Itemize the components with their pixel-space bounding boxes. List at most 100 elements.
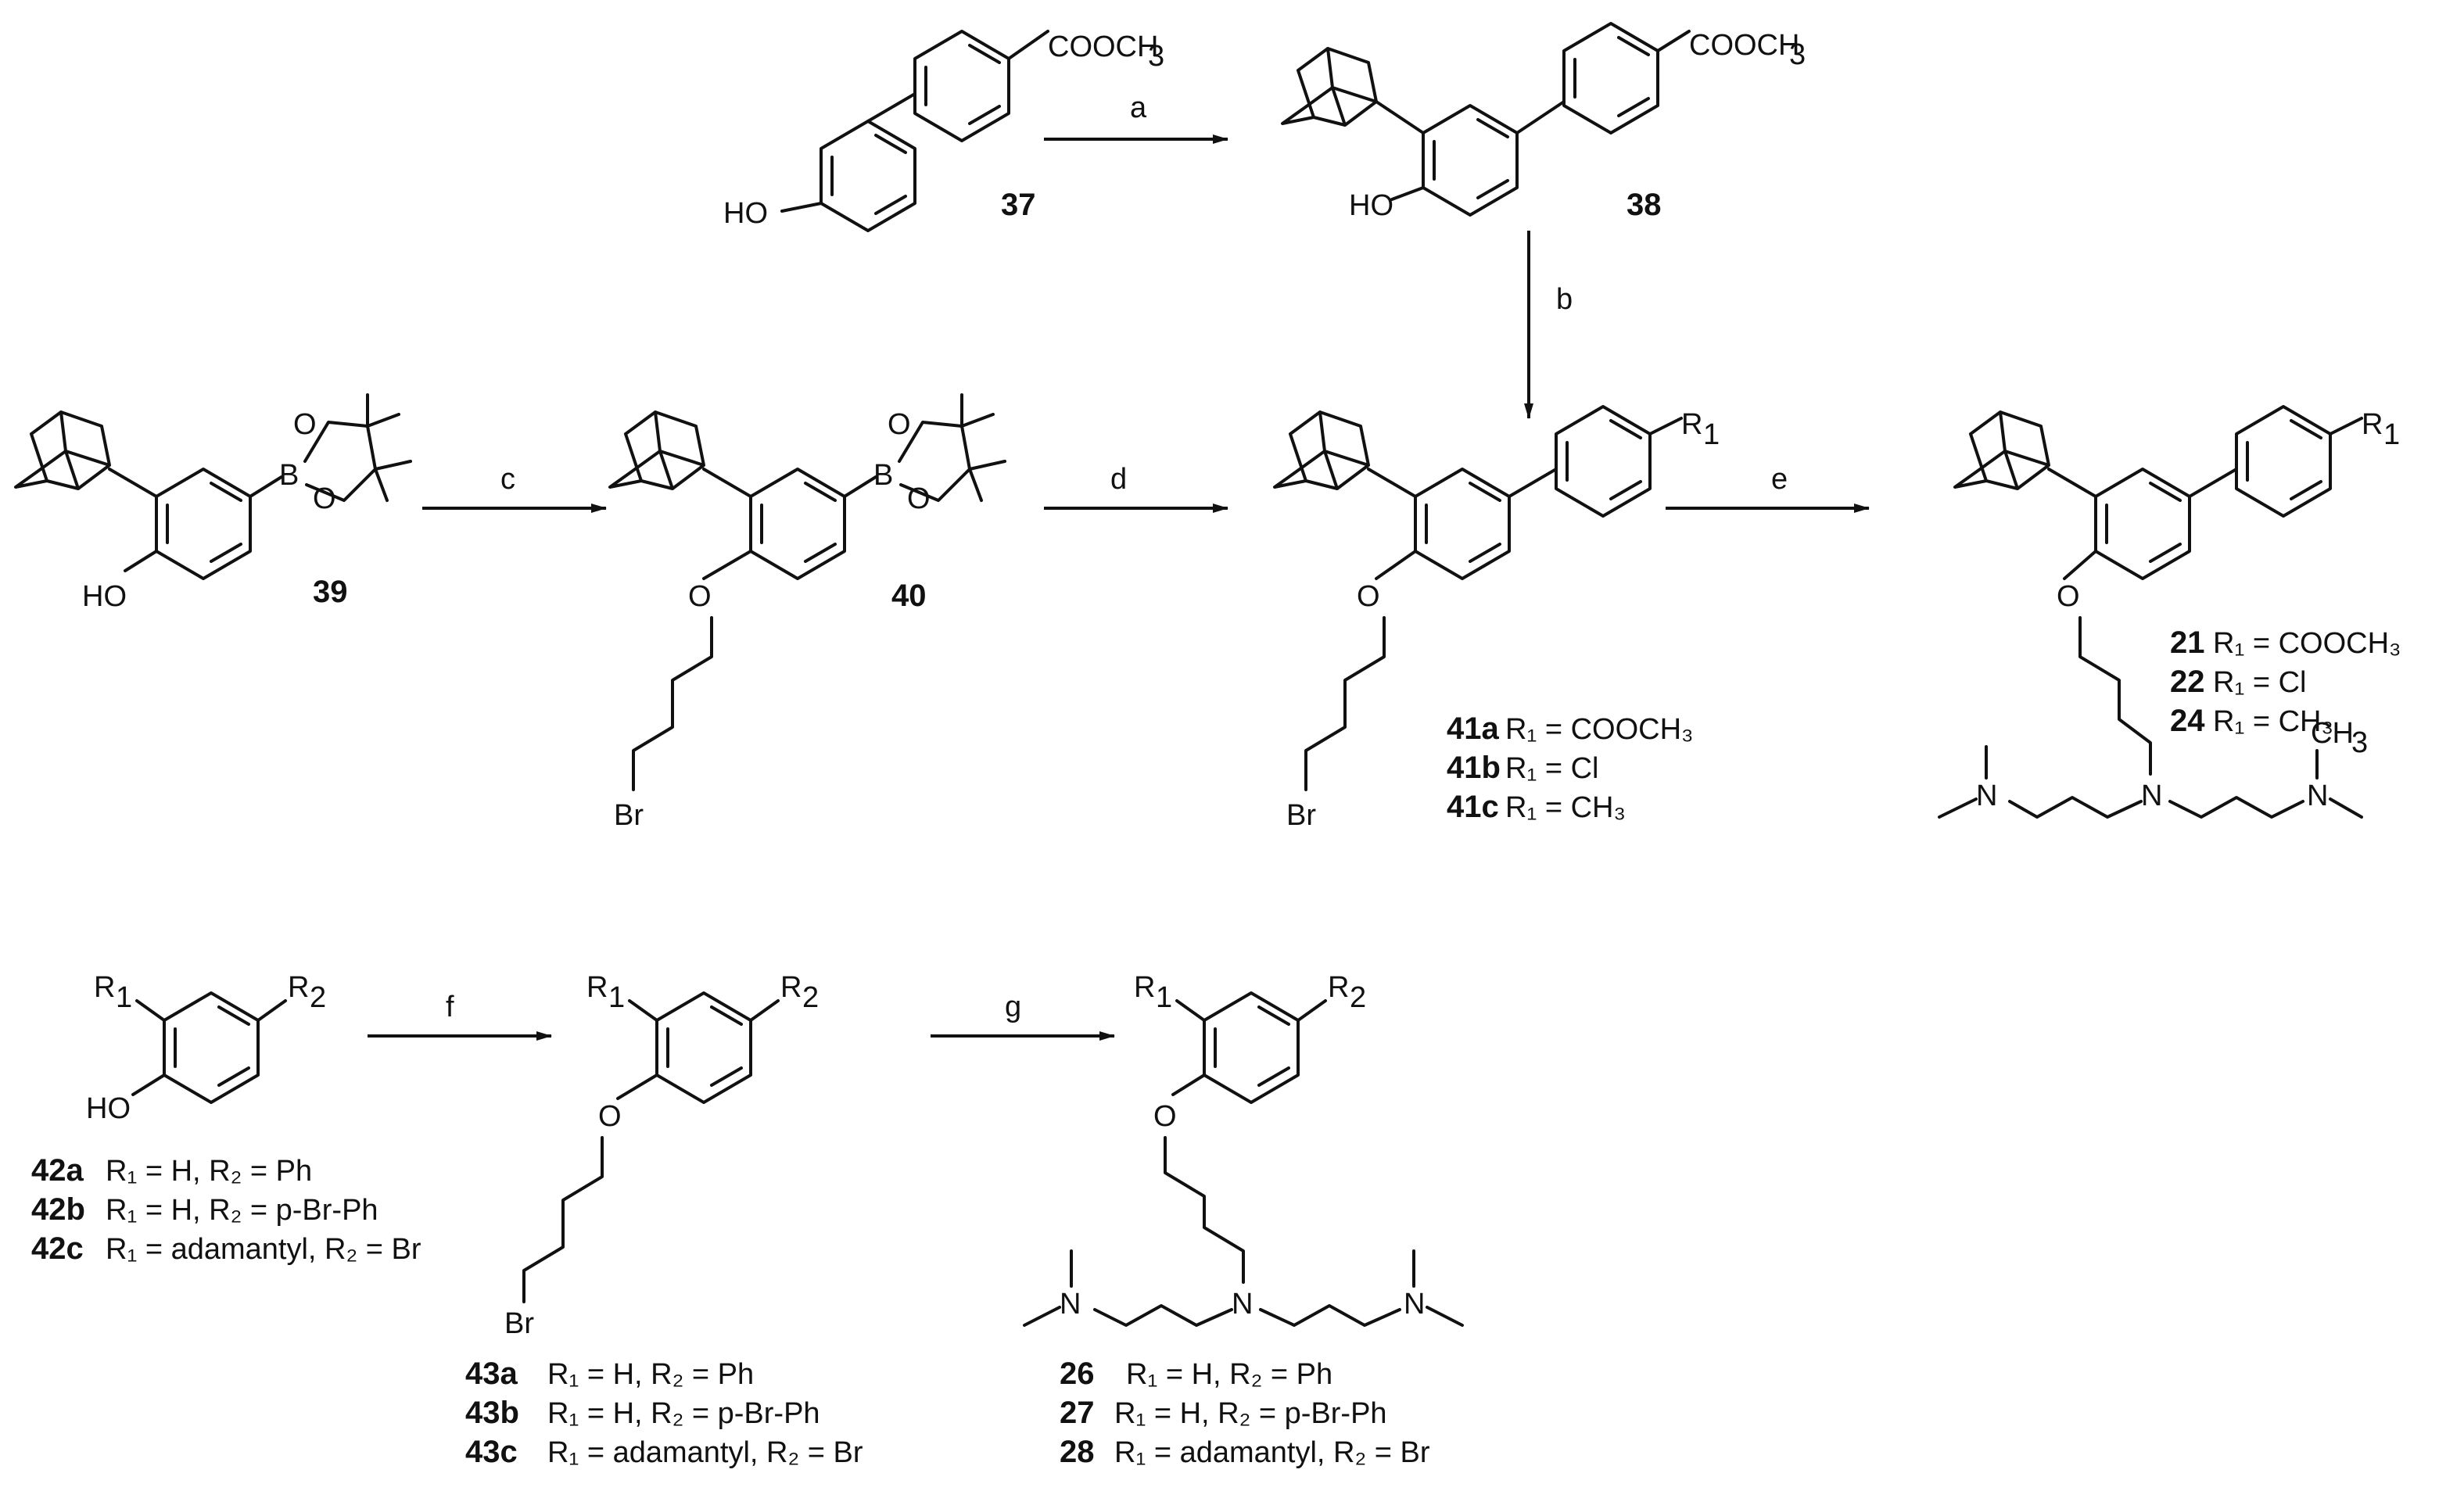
n-center-label: N bbox=[2141, 780, 2162, 812]
svg-text:43c: 43c bbox=[465, 1435, 518, 1469]
svg-text:41a: 41a bbox=[1447, 711, 1499, 746]
svg-text:R₁ = adamantyl, R₂ = Br: R₁ = adamantyl, R₂ = Br bbox=[106, 1233, 421, 1266]
ho-label: HO bbox=[723, 197, 768, 230]
svg-text:O: O bbox=[907, 482, 931, 515]
svg-text:41c: 41c bbox=[1447, 790, 1499, 824]
compound-final-21-22-24: R 1 O N N N CH 3 21 R₁ = COOCH₃ 22 R₁ = … bbox=[1938, 405, 2401, 819]
svg-text:N: N bbox=[1404, 1288, 1425, 1321]
r-group-list-26: 26 R₁ = H, R₂ = Ph 27 R₁ = H, R₂ = p-Br-… bbox=[1060, 1357, 1430, 1469]
compound-label-37: 37 bbox=[1001, 188, 1036, 222]
compound-26-27-28: R 1 R 2 O N N N 26 R₁ = H, R₂ = Ph 27 R₁… bbox=[1023, 971, 1464, 1469]
r-group-list-final: 21 R₁ = COOCH₃ 22 R₁ = Cl 24 R₁ = CH₃ bbox=[2170, 625, 2401, 738]
svg-text:2: 2 bbox=[802, 981, 819, 1014]
reagent-label-b: b bbox=[1556, 283, 1573, 316]
compound-40: B O O O Br 40 bbox=[608, 393, 1006, 832]
svg-text:R₁ = H, R₂ = p-Br-Ph: R₁ = H, R₂ = p-Br-Ph bbox=[1114, 1397, 1387, 1430]
ho-label: HO bbox=[82, 580, 127, 613]
svg-text:28: 28 bbox=[1060, 1435, 1095, 1469]
ho-label: HO bbox=[1349, 189, 1393, 222]
svg-text:1: 1 bbox=[608, 981, 625, 1014]
reagent-label-e: e bbox=[1771, 463, 1788, 496]
cooch3-label: COOCH bbox=[1689, 29, 1799, 62]
svg-text:1: 1 bbox=[1703, 418, 1720, 451]
svg-text:41b: 41b bbox=[1447, 751, 1501, 785]
svg-text:21: 21 bbox=[2170, 625, 2205, 660]
compound-37: COOCH 3 HO 37 bbox=[723, 30, 1164, 232]
svg-text:O: O bbox=[293, 408, 317, 441]
svg-text:42c: 42c bbox=[31, 1231, 84, 1266]
compound-42: R 1 R 2 HO 42a R₁ = H, R₂ = Ph 42b R₁ = … bbox=[31, 971, 421, 1266]
svg-text:O: O bbox=[688, 580, 712, 613]
svg-text:3: 3 bbox=[2351, 726, 2368, 759]
reagent-label-g: g bbox=[1005, 991, 1021, 1023]
svg-text:O: O bbox=[1357, 580, 1380, 613]
compound-label-40: 40 bbox=[891, 579, 927, 613]
svg-text:R₁ = CH₃: R₁ = CH₃ bbox=[1505, 791, 1626, 824]
svg-text:R₁ = CH₃: R₁ = CH₃ bbox=[2213, 705, 2333, 738]
boron-label: B bbox=[279, 459, 299, 492]
svg-text:1: 1 bbox=[1156, 981, 1172, 1014]
svg-text:3: 3 bbox=[1148, 40, 1164, 73]
svg-text:27: 27 bbox=[1060, 1396, 1095, 1430]
reagent-label-a: a bbox=[1130, 91, 1147, 124]
svg-text:R₁ = COOCH₃: R₁ = COOCH₃ bbox=[2213, 627, 2401, 660]
svg-text:O: O bbox=[598, 1100, 622, 1133]
svg-text:R: R bbox=[94, 971, 115, 1004]
svg-text:R₁ = H, R₂ = Ph: R₁ = H, R₂ = Ph bbox=[106, 1155, 312, 1188]
compound-43: R 1 R 2 O Br 43a R₁ = H, R₂ = Ph 43b R₁ … bbox=[465, 971, 863, 1469]
reagent-label-c: c bbox=[500, 463, 515, 496]
svg-text:CH: CH bbox=[2311, 717, 2354, 750]
n-center-label: N bbox=[1232, 1288, 1253, 1321]
svg-text:R₁ = Cl: R₁ = Cl bbox=[2213, 666, 2306, 699]
svg-text:O: O bbox=[313, 482, 336, 515]
svg-text:43b: 43b bbox=[465, 1396, 519, 1430]
br-label: Br bbox=[614, 799, 644, 832]
compound-38: COOCH 3 HO 38 bbox=[1281, 22, 1806, 222]
reagent-label-f: f bbox=[446, 991, 454, 1023]
svg-text:42a: 42a bbox=[31, 1153, 84, 1188]
svg-text:O: O bbox=[1153, 1100, 1177, 1133]
cooch3-label: COOCH bbox=[1048, 30, 1158, 63]
svg-text:R₁ = H, R₂ = p-Br-Ph: R₁ = H, R₂ = p-Br-Ph bbox=[106, 1194, 378, 1227]
r-group-list-43: 43a R₁ = H, R₂ = Ph 43b R₁ = H, R₂ = p-B… bbox=[465, 1357, 863, 1469]
r-group-list-41: 41a R₁ = COOCH₃ 41b R₁ = Cl 41c R₁ = CH₃ bbox=[1447, 711, 1694, 824]
svg-text:R₁ = COOCH₃: R₁ = COOCH₃ bbox=[1505, 713, 1694, 746]
svg-text:R: R bbox=[780, 971, 802, 1004]
compound-39: B O O HO 39 bbox=[14, 393, 412, 613]
svg-text:3: 3 bbox=[1789, 38, 1806, 71]
boron-label: B bbox=[873, 459, 893, 492]
svg-text:43a: 43a bbox=[465, 1357, 518, 1391]
br-label: Br bbox=[1286, 799, 1316, 832]
svg-text:R₁ = Cl: R₁ = Cl bbox=[1505, 752, 1598, 785]
svg-text:N: N bbox=[1060, 1288, 1081, 1321]
ho-label: HO bbox=[86, 1092, 131, 1125]
svg-text:22: 22 bbox=[2170, 665, 2205, 699]
reagent-label-d: d bbox=[1110, 463, 1127, 496]
svg-text:2: 2 bbox=[310, 981, 326, 1014]
svg-text:R: R bbox=[1134, 971, 1155, 1004]
svg-text:R₁ = H, R₂ = p-Br-Ph: R₁ = H, R₂ = p-Br-Ph bbox=[547, 1397, 820, 1430]
svg-text:O: O bbox=[888, 408, 911, 441]
svg-text:R₁ = adamantyl, R₂ = Br: R₁ = adamantyl, R₂ = Br bbox=[1114, 1436, 1430, 1469]
svg-text:R: R bbox=[1681, 408, 1702, 441]
svg-text:1: 1 bbox=[2383, 418, 2400, 451]
svg-text:R: R bbox=[586, 971, 608, 1004]
svg-text:R: R bbox=[2362, 408, 2383, 441]
svg-text:42b: 42b bbox=[31, 1192, 85, 1227]
br-label: Br bbox=[504, 1307, 534, 1340]
svg-text:N: N bbox=[2307, 780, 2328, 812]
svg-text:R: R bbox=[288, 971, 309, 1004]
compound-label-39: 39 bbox=[313, 575, 348, 609]
svg-text:26: 26 bbox=[1060, 1357, 1095, 1391]
svg-text:1: 1 bbox=[116, 981, 132, 1014]
compound-41: R 1 O Br 41a R₁ = COOCH₃ 41b R₁ = Cl 41c… bbox=[1273, 405, 1720, 832]
compound-label-38: 38 bbox=[1627, 188, 1662, 222]
svg-text:R₁ = H, R₂ = Ph: R₁ = H, R₂ = Ph bbox=[1126, 1358, 1332, 1391]
svg-text:N: N bbox=[1976, 780, 1997, 812]
svg-text:O: O bbox=[2057, 580, 2080, 613]
svg-text:R₁ = adamantyl, R₂ = Br: R₁ = adamantyl, R₂ = Br bbox=[547, 1436, 863, 1469]
svg-text:24: 24 bbox=[2170, 704, 2205, 738]
svg-text:2: 2 bbox=[1350, 981, 1366, 1014]
svg-text:R₁ = H, R₂ = Ph: R₁ = H, R₂ = Ph bbox=[547, 1358, 754, 1391]
